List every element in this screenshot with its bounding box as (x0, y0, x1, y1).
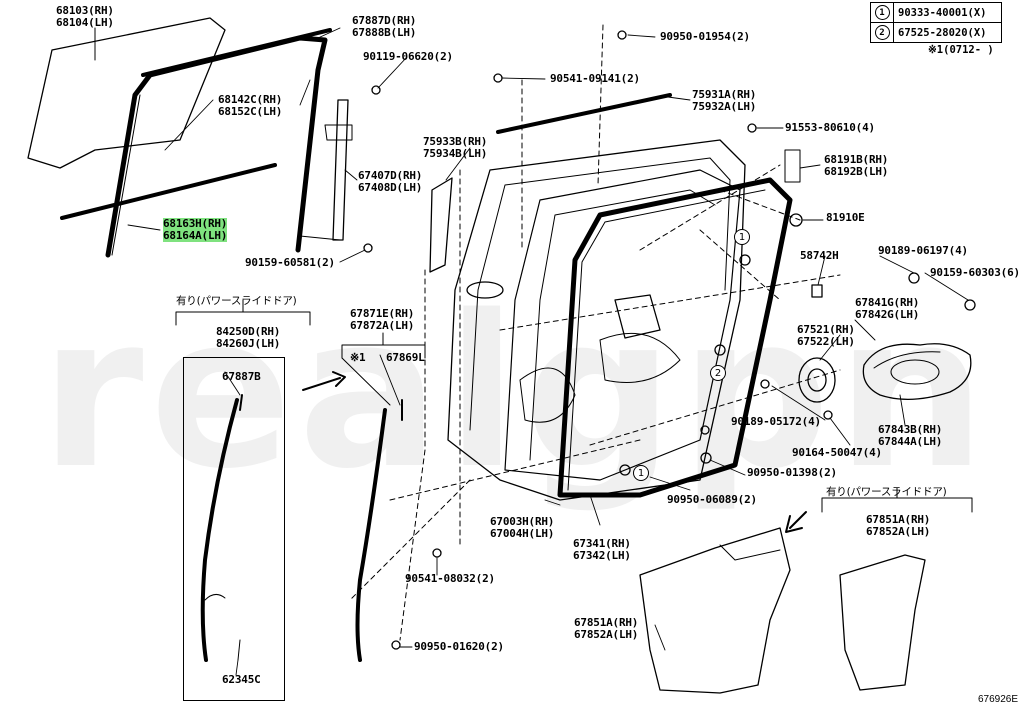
note-star1: ※1 (350, 351, 366, 364)
sash-garnish (429, 177, 453, 273)
part-label-58742h[interactable]: 58742H (800, 249, 839, 262)
part-label-75931a[interactable]: 75931A(RH)75932A(LH) (692, 88, 757, 113)
part-label-90950-01620[interactable]: 90950-01620(2) (414, 640, 504, 653)
part-label-67887b[interactable]: 67887B (222, 370, 261, 383)
callout-mark: 1 (874, 5, 890, 20)
part-label-90541-09141[interactable]: 90541-09141(2) (550, 72, 640, 85)
legend-note: ※1(0712- ) (928, 44, 994, 56)
door-trim-panel-right (839, 554, 926, 691)
part-label-67851a-center[interactable]: 67851A(RH)67852A(LH) (574, 616, 639, 641)
callout-1-marker: 1 (734, 229, 750, 245)
legend-row: 2 67525-28020(X) (871, 23, 1001, 42)
part-label-81910e[interactable]: 81910E (826, 211, 865, 224)
part-label-67407d[interactable]: 67407D(RH)67408D(LH) (358, 169, 423, 194)
door-inner-panel (504, 169, 741, 481)
part-label-67341[interactable]: 67341(RH)67342(LH) (573, 537, 631, 562)
part-label-68142c[interactable]: 68142C(RH)68152C(LH) (218, 93, 283, 118)
part-label-67869l[interactable]: 67869L (386, 351, 425, 364)
part-label-67841g[interactable]: 67841G(RH)67842G(LH) (855, 296, 920, 321)
power-slide-cable (200, 398, 239, 662)
part-label-67851a-right[interactable]: 67851A(RH)67852A(LH) (866, 513, 931, 538)
part-label-90119[interactable]: 90119-06620(2) (363, 50, 453, 63)
part-label-67871e[interactable]: 67871E(RH)67872A(LH) (350, 307, 415, 332)
part-label-84250d[interactable]: 84250D(RH)84260J(LH) (216, 325, 281, 350)
power-slide-group-frame (183, 357, 285, 701)
part-label-67521[interactable]: 67521(RH)67522(LH) (797, 323, 855, 348)
power-slide-note-top: 有り(パワースライドドア) (176, 295, 297, 307)
part-label-68191b[interactable]: 68191B(RH)68192B(LH) (824, 153, 889, 178)
part-label-67887d[interactable]: 67887D(RH)67888B(LH) (352, 14, 417, 39)
door-weatherstrip (557, 177, 793, 498)
door-trim-panel-center (639, 527, 791, 694)
part-label-90189-05172[interactable]: 90189-05172(4) (731, 415, 821, 428)
part-label-62345c[interactable]: 62345C (222, 673, 261, 686)
part-label-90159-60303[interactable]: 90159-60303(6) (930, 266, 1020, 279)
part-label-68103[interactable]: 68103(RH)68104(LH) (56, 4, 114, 29)
door-rail (355, 408, 387, 662)
door-glass (27, 17, 226, 169)
callout-2-marker: 2 (710, 365, 726, 381)
part-label-91553[interactable]: 91553-80610(4) (785, 121, 875, 134)
belt-weatherstrip (60, 163, 277, 220)
part-label-67003h[interactable]: 67003H(RH)67004H(LH) (490, 515, 555, 540)
part-label-90950-06089[interactable]: 90950-06089(2) (667, 493, 757, 506)
division-bar (332, 99, 349, 241)
part-label-90159-60581[interactable]: 90159-60581(2) (245, 256, 335, 269)
legend-part-number: 67525-28020(X) (898, 26, 987, 39)
power-slide-note-bottom: 有り(パワースライドドア) (826, 486, 947, 498)
part-label-67843b[interactable]: 67843B(RH)67844A(LH) (878, 423, 943, 448)
part-label-90164[interactable]: 90164-50047(4) (792, 446, 882, 459)
legend-table: 1 90333-40001(X) 2 67525-28020(X) (870, 2, 1002, 43)
legend-row: 1 90333-40001(X) (871, 3, 1001, 23)
part-label-90189-06197[interactable]: 90189-06197(4) (878, 244, 968, 257)
part-label-90950-01954[interactable]: 90950-01954(2) (660, 30, 750, 43)
figure-id: 676926E (977, 694, 1018, 705)
part-label-75933b[interactable]: 75933B(RH)75934B(LH) (423, 135, 488, 160)
callout-1-marker: 1 (633, 465, 649, 481)
legend-part-number: 90333-40001(X) (898, 6, 987, 19)
inside-handle-bezel (862, 343, 972, 400)
callout-mark: 2 (874, 25, 890, 40)
part-label-90541-08032[interactable]: 90541-08032(2) (405, 572, 495, 585)
part-label-90950-01398[interactable]: 90950-01398(2) (747, 466, 837, 479)
part-label-68163h-highlighted[interactable]: 68163H(RH)68164A(LH) (163, 217, 228, 242)
speaker-cover (798, 357, 836, 403)
